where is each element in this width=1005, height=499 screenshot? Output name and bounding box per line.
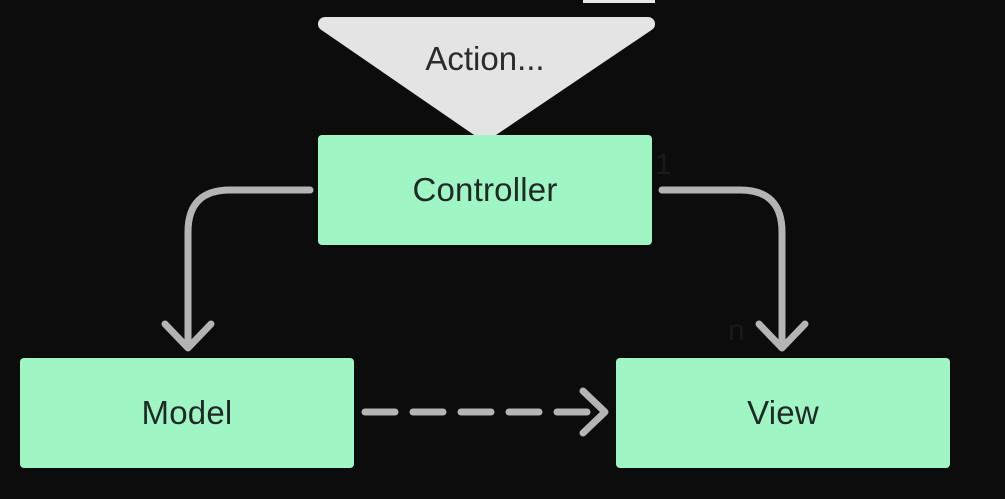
controller-to-view-arrowhead — [755, 320, 809, 352]
controller-label: Controller — [412, 171, 558, 208]
view-node: View — [616, 358, 950, 468]
action-trigger-shape — [318, 17, 655, 141]
controller-node: Controller — [318, 135, 652, 245]
controller-to-model-arrow — [184, 186, 314, 349]
multiplicity-n-label: n — [728, 314, 745, 347]
model-node: Model — [20, 358, 354, 468]
action-label: Action... — [425, 40, 545, 77]
multiplicity-one-label: 1 — [655, 148, 672, 181]
controller-to-model-arrowhead — [161, 320, 215, 352]
view-label: View — [747, 394, 819, 431]
model-to-view-arrowhead — [579, 387, 609, 437]
top-edge-bar — [583, 0, 655, 3]
model-label: Model — [141, 394, 233, 431]
controller-to-view-arrow — [658, 186, 786, 349]
